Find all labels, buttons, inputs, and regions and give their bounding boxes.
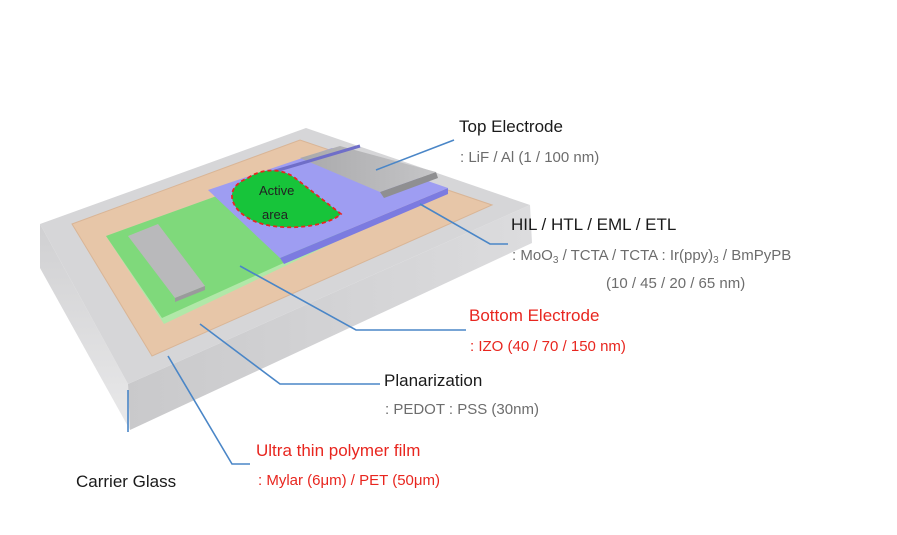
top-electrode-top <box>300 146 436 192</box>
top-electrode-side <box>380 172 438 198</box>
leader-planarization <box>199 323 380 385</box>
carrier-glass-front-face <box>40 224 130 430</box>
organic-stack-detail-part3: / BmPyPB <box>718 247 792 264</box>
organic-stack-title: HIL / HTL / EML / ETL <box>511 215 677 234</box>
polymer-film-title: Ultra thin polymer film <box>256 441 421 460</box>
organic-stack-thickness: (10 / 45 / 20 / 65 nm) <box>606 275 746 292</box>
planarization-title: Planarization <box>384 371 483 390</box>
bottom-electrode-title: Bottom Electrode <box>469 306 600 325</box>
carrier-glass-side-face <box>128 205 532 430</box>
organic-stack-detail: : MoO3 / TCTA / TCTA : Ir(ppy)3 / BmPyPB <box>512 247 791 266</box>
organic-stack-detail-part1: : MoO <box>512 247 553 264</box>
active-area-region <box>231 169 343 229</box>
organic-stack-detail-sub2: 3 <box>713 255 719 266</box>
polymer-film-detail: : Mylar (6μm) / PET (50μm) <box>258 472 441 489</box>
top-electrode-detail: : LiF / Al (1 / 100 nm) <box>460 149 600 166</box>
top-electrode-strip <box>271 144 361 174</box>
top-electrode-title: Top Electrode <box>459 117 563 136</box>
organic-stack-detail-part2: / TCTA / TCTA : Ir(ppy) <box>558 247 714 264</box>
top-electrode-layer <box>271 144 438 198</box>
leader-top-electrode <box>375 139 455 171</box>
active-area-label-line2: area <box>262 207 289 222</box>
organic-stack-detail-sub1: 3 <box>552 255 559 266</box>
organic-stack-side <box>280 188 448 264</box>
leader-organic-stack <box>419 203 508 245</box>
contact-pad-side <box>175 286 205 302</box>
bottom-electrode-detail: : IZO (40 / 70 / 150 nm) <box>470 338 626 355</box>
active-area-label-line1: Active <box>259 183 295 198</box>
contact-pad <box>128 224 205 302</box>
leader-lines <box>127 139 508 465</box>
carrier-glass-title: Carrier Glass <box>76 472 177 491</box>
leader-polymer-film <box>167 355 250 465</box>
planarization-detail: : PEDOT : PSS (30nm) <box>385 401 539 418</box>
leader-bottom-electrode <box>239 265 466 331</box>
contact-pad-top <box>128 224 205 298</box>
